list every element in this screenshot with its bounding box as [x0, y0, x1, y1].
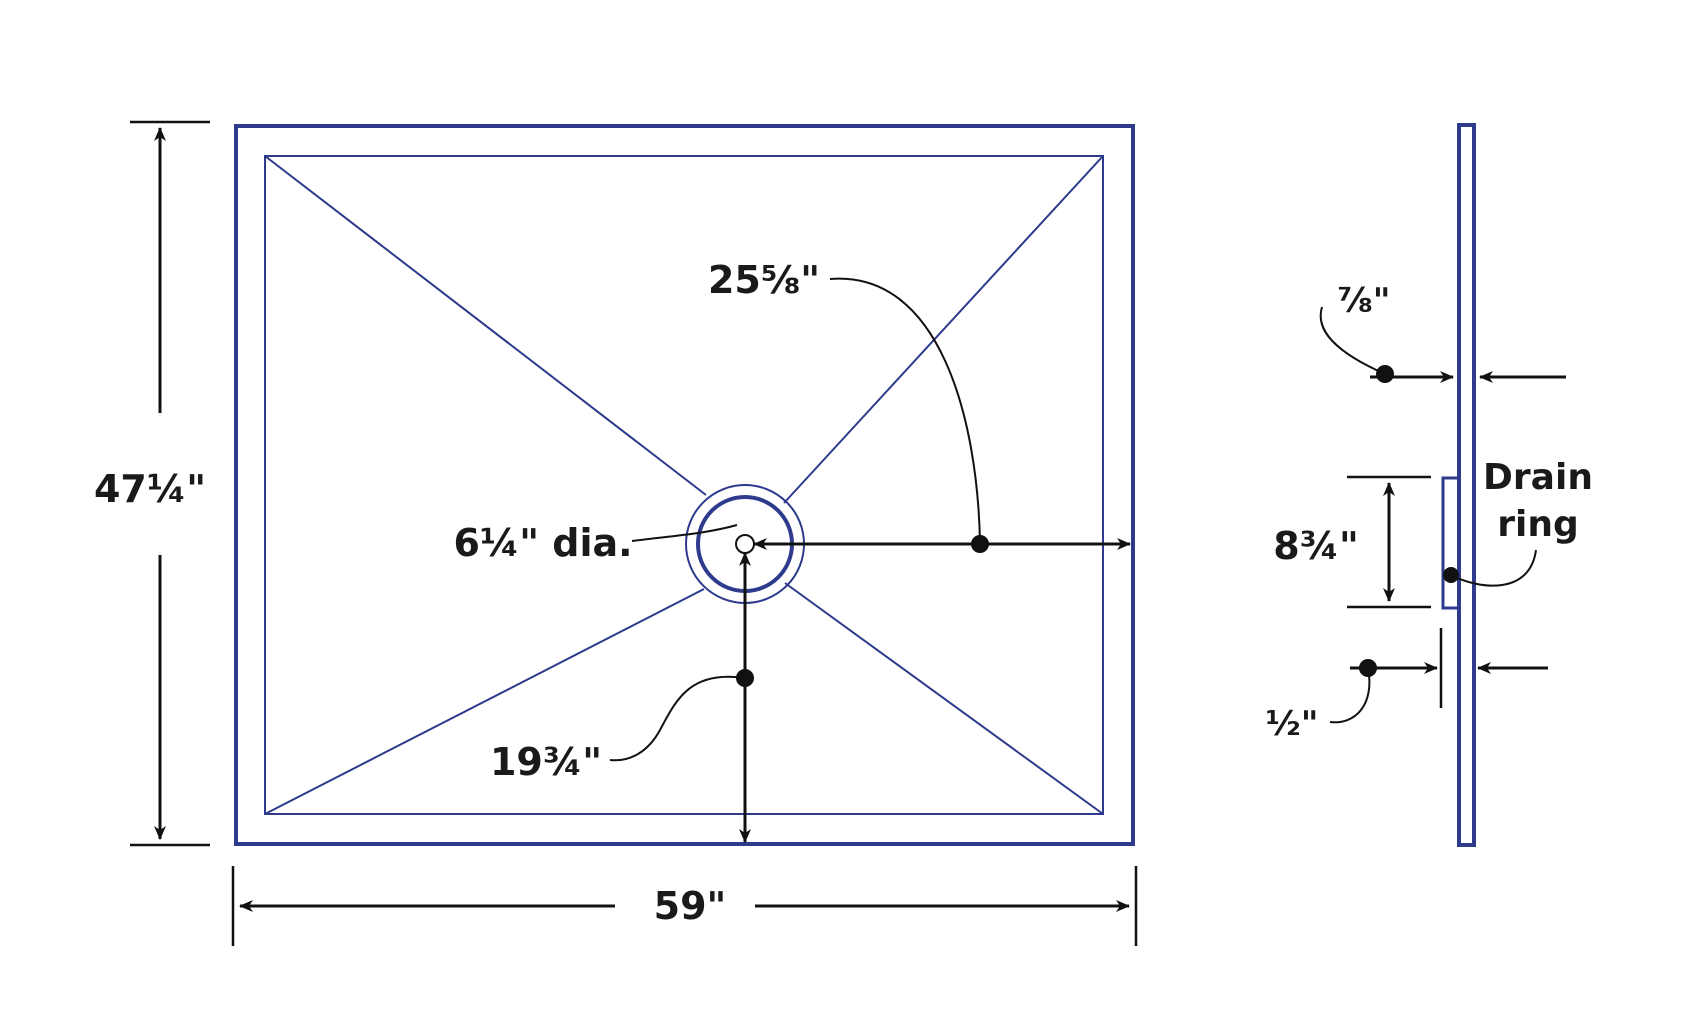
pan-side-profile: [1457, 123, 1476, 847]
drain-diameter-dimension: 6¼" dia.: [453, 521, 738, 565]
pan-inner-outline: [264, 155, 1104, 815]
thickness-label: ⅞": [1338, 281, 1391, 321]
ring-depth-dimension: ½": [1266, 628, 1548, 744]
thickness-dimension: ⅞": [1319, 281, 1566, 383]
slope-line-top-right: [783, 155, 1104, 504]
drain-to-right-label: 25⅝": [708, 258, 820, 302]
drain-diameter-label: 6¼" dia.: [453, 521, 632, 565]
slope-line-bottom-left: [264, 588, 705, 815]
pan-top-view: [234, 124, 1135, 846]
width-label: 59": [654, 884, 727, 928]
pan-outer-outline: [234, 124, 1135, 846]
ring-height-dimension: 8¾": [1273, 475, 1431, 609]
ring-depth-label: ½": [1266, 704, 1319, 744]
drain-to-bottom-dimension: 19¾": [490, 552, 754, 843]
height-label: 47¼": [94, 467, 206, 511]
drain-ring-profile: [1441, 476, 1461, 610]
slope-line-bottom-right: [784, 582, 1104, 815]
drain-ring-label-line1: Drain: [1483, 457, 1593, 498]
drain-ring-callout: Drain ring: [1443, 457, 1593, 587]
pan-side-view: [1441, 123, 1476, 847]
width-dimension: 59": [231, 866, 1138, 946]
ring-height-label: 8¾": [1273, 524, 1359, 568]
height-dimension: 47¼": [94, 120, 210, 847]
drain-center: [735, 534, 755, 554]
slope-line-top-left: [264, 155, 707, 496]
drain-ring-label-line2: ring: [1497, 504, 1579, 545]
drain-to-right-dimension: 25⅝": [708, 258, 1131, 553]
drain-to-bottom-label: 19¾": [490, 740, 602, 784]
